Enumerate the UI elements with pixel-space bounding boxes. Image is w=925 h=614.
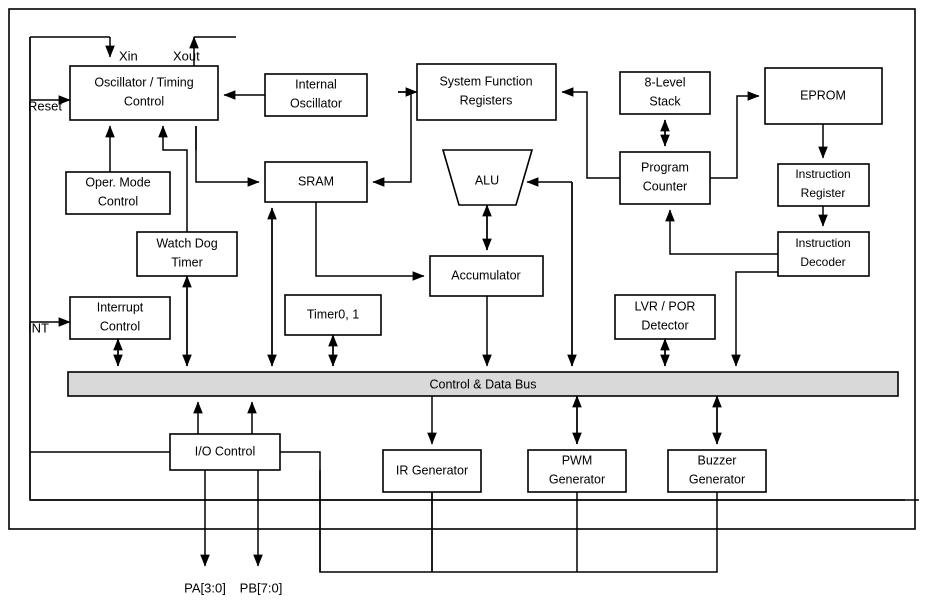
block-instruction-decoder[interactable] bbox=[777, 231, 870, 277]
conn-osc-to-sram bbox=[195, 126, 260, 187]
block-oscillator-timing-control[interactable] bbox=[69, 65, 219, 121]
block-sram[interactable] bbox=[264, 161, 368, 203]
pin-label-pb: PB[7:0] bbox=[240, 580, 283, 595]
block-label-opermode-line2: Control bbox=[98, 194, 138, 208]
block-pwm-generator[interactable] bbox=[527, 449, 627, 493]
block-label-accumulator: Accumulator bbox=[451, 268, 520, 282]
chip-outer-frame bbox=[8, 8, 916, 530]
block-label-internal-osc-line2: Oscillator bbox=[290, 96, 342, 110]
block-ir-generator[interactable] bbox=[382, 449, 482, 493]
signal-label-int: INT bbox=[28, 320, 49, 335]
control-data-bus[interactable] bbox=[67, 371, 899, 397]
block-label-eprom: EPROM bbox=[800, 88, 846, 102]
block-label-pwm-line2: Generator bbox=[549, 472, 605, 486]
block-interrupt-control[interactable] bbox=[69, 296, 171, 340]
block-buzzer-generator[interactable] bbox=[667, 449, 767, 493]
block-label-ir-generator: IR Generator bbox=[396, 463, 468, 477]
block-label-sram: SRAM bbox=[298, 174, 334, 188]
conn-pc-to-sfr bbox=[561, 87, 620, 179]
block-accumulator[interactable] bbox=[429, 255, 544, 297]
block-label-oscillator-line1: Oscillator / Timing bbox=[94, 75, 193, 89]
conn-idec-to-pc bbox=[665, 209, 778, 255]
block-label-sfr-line2: Registers bbox=[460, 93, 513, 107]
block-label-ireg-line1: Instruction bbox=[795, 167, 850, 181]
block-label-wdt-line2: Timer bbox=[171, 255, 202, 269]
block-label-pc-line1: Program bbox=[641, 160, 689, 174]
signal-label-reset: Reset bbox=[28, 98, 62, 113]
block-label-buzzer-line2: Generator bbox=[689, 472, 745, 486]
block-label-timer: Timer0, 1 bbox=[307, 307, 359, 321]
block-label-intctl-line1: Interrupt bbox=[97, 300, 144, 314]
block-label-opermode-line1: Oper. Mode bbox=[85, 175, 150, 189]
block-label-idec-line2: Decoder bbox=[800, 255, 845, 269]
block-system-function-registers[interactable] bbox=[416, 63, 557, 121]
block-label-sfr-line1: System Function bbox=[439, 74, 532, 88]
block-label-intctl-line2: Control bbox=[100, 319, 140, 333]
block-label-ireg-line2: Register bbox=[801, 186, 846, 200]
block-label-stack-line2: Stack bbox=[649, 94, 681, 108]
pin-label-pa: PA[3:0] bbox=[184, 580, 226, 595]
conn-ioctl-right-run bbox=[280, 451, 321, 572]
block-label-stack-line1: 8-Level bbox=[645, 75, 686, 89]
block-label-oscillator-line2: Control bbox=[124, 94, 164, 108]
block-label-pwm-line1: PWM bbox=[562, 453, 593, 467]
block-label-lvrpor-line1: LVR / POR bbox=[635, 299, 696, 313]
block-label-alu: ALU bbox=[475, 173, 499, 187]
block-8-level-stack[interactable] bbox=[619, 71, 711, 115]
block-label-lvrpor-line2: Detector bbox=[641, 318, 688, 332]
block-instruction-register[interactable] bbox=[777, 163, 870, 207]
block-watch-dog-timer[interactable] bbox=[136, 231, 238, 277]
signal-label-xout: Xout bbox=[173, 48, 200, 63]
signal-label-xin: Xin bbox=[119, 48, 138, 63]
block-label-internal-osc-line1: Internal bbox=[295, 77, 337, 91]
conn-generators-return-bus bbox=[319, 470, 718, 573]
conn-pc-to-eprom bbox=[710, 91, 760, 179]
conn-wdt-to-osc bbox=[158, 125, 188, 232]
block-label-buzzer-line1: Buzzer bbox=[698, 453, 737, 467]
block-lvr-por-detector[interactable] bbox=[614, 294, 716, 340]
block-label-idec-line1: Instruction bbox=[795, 236, 850, 250]
block-alu[interactable] bbox=[441, 149, 534, 206]
bus-label: Control & Data Bus bbox=[430, 377, 537, 391]
block-label-wdt-line1: Watch Dog bbox=[156, 236, 217, 250]
conn-idec-to-bus bbox=[731, 271, 778, 367]
block-label-io-control: I/O Control bbox=[195, 444, 255, 458]
block-label-pc-line2: Counter bbox=[643, 179, 687, 193]
block-eprom[interactable] bbox=[764, 67, 883, 125]
conn-sram-to-acc bbox=[315, 202, 425, 281]
conn-sfr-to-sram bbox=[372, 90, 412, 187]
block-oper-mode-control[interactable] bbox=[65, 171, 171, 215]
